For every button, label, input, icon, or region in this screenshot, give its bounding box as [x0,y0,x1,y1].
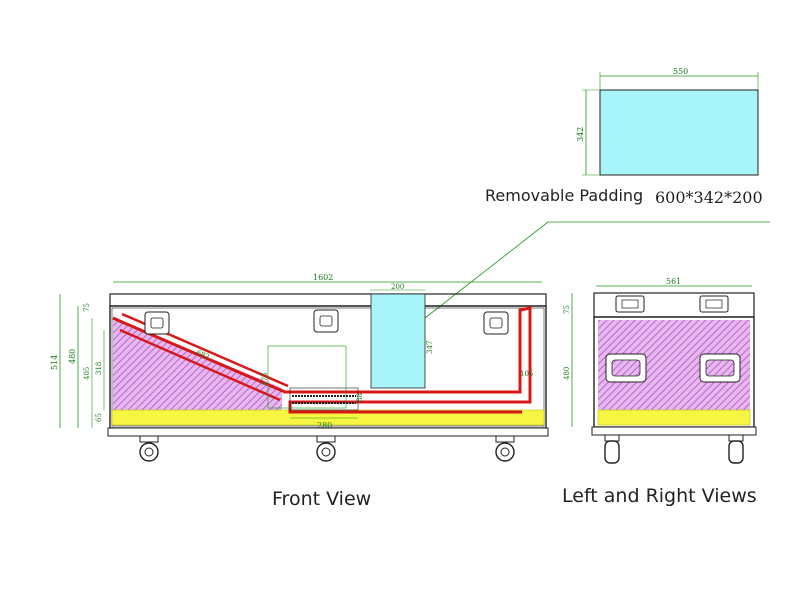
dim-slot-width: 200 [391,283,404,291]
dim-total-height: 514 [50,355,59,370]
side-handle-left [605,353,647,383]
dim-right-105: 105 [520,370,533,378]
dim-pad-width: 550 [673,67,688,76]
dim-inner-height: 480 [68,349,77,364]
padding-caption: Removable Padding [485,186,644,205]
dim-side-height: 480 [563,367,571,380]
front-latch-center [313,309,339,333]
padding-slot [370,293,426,389]
side-latch-left [615,295,645,313]
padding-dimensions-caption: 600*342*200 [655,188,763,207]
front-latch-left [144,311,170,335]
side-handle-right [699,353,741,383]
caster-center [316,435,336,462]
caster-right [495,435,515,462]
side-yellow-band [597,409,751,426]
front-view-drawing: 1602 200 347 682 173 88 280 105 [50,273,549,462]
front-latch-right [483,311,509,335]
dim-side-width: 561 [666,277,681,286]
dim-side-top-75: 75 [563,305,571,314]
side-view-drawing: 561 75 480 [563,277,757,464]
side-caster-right [728,434,744,464]
dim-base-280: 280 [317,421,332,430]
dim-vertical-173: 173 [261,373,269,386]
side-latch-right [699,295,729,313]
case-lid [109,293,547,307]
dim-slot-height: 347 [426,341,434,354]
caster-left [139,435,159,462]
dim-bottom-65: 65 [95,413,103,422]
front-view-caption: Front View [272,488,372,510]
dim-small-88: 88 [356,393,364,402]
dim-top-75: 75 [83,303,91,312]
dim-height-405: 405 [83,367,91,380]
padding-block [599,89,759,176]
dim-height-318: 318 [95,362,103,375]
leader-line [424,221,549,319]
dim-pad-height: 342 [576,127,585,142]
dim-front-length: 1602 [313,273,333,282]
removable-padding-drawing: 550 342 [424,67,770,319]
side-caster-left [604,434,620,464]
side-views-caption: Left and Right Views [562,485,757,507]
